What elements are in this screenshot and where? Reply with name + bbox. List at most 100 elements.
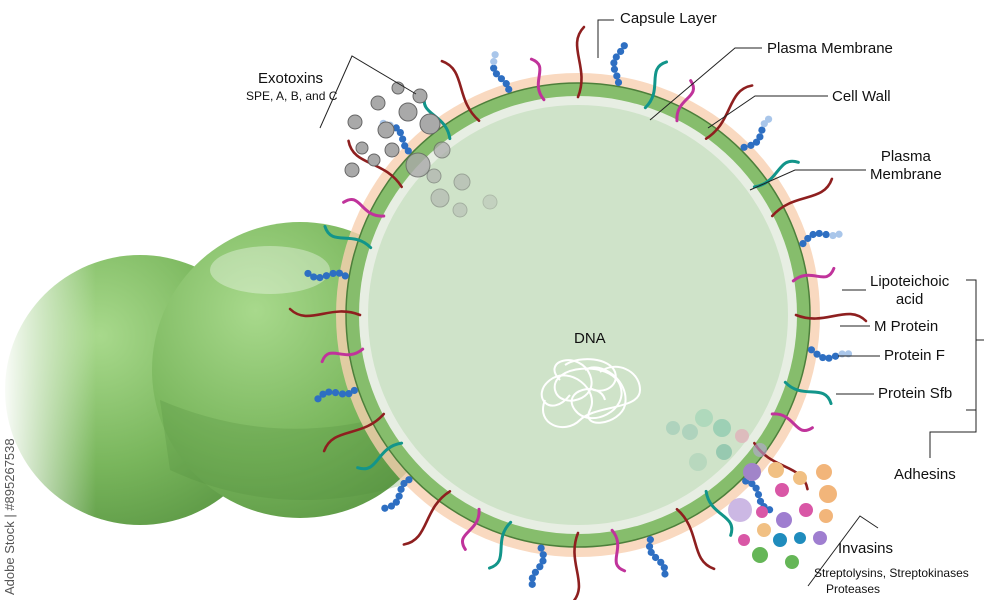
protein-sfb-strand [675,79,695,123]
lipoteichoic-acid-bead [381,504,389,512]
protein-f-strand [323,224,373,250]
leader-lines [597,19,984,458]
exotoxins-bracket [319,55,417,129]
lipoteichoic-acid-bead [752,484,760,492]
protein-f-strand [487,520,513,570]
label-adhesins: Adhesins [894,466,956,483]
m-protein-strand [675,507,716,571]
m-protein-strand [322,412,386,453]
protein-sfb-strand [320,347,365,364]
lipoteichoic-acid-bead [304,269,312,278]
label-m-protein: M Protein [874,318,939,335]
lipoteichoic-acid-bead [661,570,669,578]
label-protein-f: Protein F [884,347,945,364]
lipoteichoic-acid-bead [399,135,407,143]
lipoteichoic-acid-bead [660,564,668,572]
lipoteichoic-acid-bead [756,133,764,141]
lipoteichoic-acid-bead [822,230,830,239]
cytoplasm [368,105,788,525]
lipoteichoic-acid-bead [490,64,498,72]
lipoteichoic-acid-bead [404,147,412,155]
protein-f-strand [783,380,833,406]
surface-proteins [288,25,868,605]
label-invasins-sub2: Proteases [826,582,881,596]
lipoteichoic-acid-bead [335,269,344,277]
label-invasins: Invasins [838,540,894,557]
lipoteichoic-acid-bead [613,72,621,80]
protein-sfb-strand [529,57,546,102]
lipoteichoic-acid-bead [651,553,660,562]
lipoteichoic-acid-bead [490,58,498,66]
lipoteichoic-acid-bead [804,234,812,243]
lipoteichoic-acid-bead [338,390,347,398]
lipoteichoic-acid-bead [813,350,821,358]
lipoteichoic-acid-bead [617,47,625,56]
label-plasma-membrane-top: Plasma Membrane [767,40,893,57]
lipoteichoic-acid-bead [799,240,807,248]
label-capsule-layer: Capsule Layer [620,10,717,27]
lipoteichoic-acid-bead [752,138,761,146]
m-protein-strand [288,307,362,318]
dna-tangle [540,358,642,429]
lipoteichoic-acid-bead [329,269,337,278]
watermark-text: Adobe Stock | #895267538 [2,438,17,595]
lipoteichoic-acid-bead [819,353,827,362]
m-protein-strand [770,177,834,218]
lipoteichoic-acid-bead [531,568,540,576]
lipoteichoic-acid-bead [401,142,409,150]
lipoteichoic-acid-bead [620,42,628,50]
lipoteichoic-acid-bead [316,274,324,282]
lipoteichoic-acid-bead [610,65,619,73]
lipoteichoic-acid-bead [539,551,547,559]
label-protein-sfb: Protein Sfb [878,385,953,402]
label-exotoxins: Exotoxins [258,70,324,87]
label-plasma-membrane-line2: Membrane [870,166,942,183]
protein-sfb-strand [610,528,627,573]
lipoteichoic-acid-bead [528,580,536,588]
lipoteichoic-acid-bead [497,75,505,83]
protein-sfb-strand [461,507,481,551]
lipoteichoic-acid-bead [491,51,499,59]
lipoteichoic-acid-bead [610,59,618,67]
lipoteichoic-acid-bead [539,557,547,565]
m-protein-strand [440,59,481,123]
invasin-particles [666,409,837,569]
label-dna: DNA [574,330,606,347]
m-protein-strand [402,490,452,546]
lipoteichoic-acid-bead [807,346,816,354]
m-protein-strand [794,312,868,323]
protein-f-strand [643,60,669,110]
lipoteichoic-acid-bead [405,476,413,484]
m-protein-strand [704,84,754,140]
label-invasins-sub1: Streptolysins, Streptokinases [814,566,969,580]
lipoteichoic-acid-bead [645,542,654,551]
protein-sfb-strand [791,266,836,283]
lipoteichoic-acid-bead [612,53,620,61]
lipoteichoic-acid-bead [536,563,544,571]
invasins-bracket [807,515,879,587]
lipoteichoic-acid-bead [310,273,318,281]
lipoteichoic-acid-bead [815,229,823,238]
lipoteichoic-acid-bead [392,498,400,506]
lipoteichoic-acid-bead [314,395,322,403]
lipoteichoic-acid-bead [395,492,403,500]
label-lipoteichoic-acid: Lipoteichoic acid [870,273,949,309]
lipoteichoic-acid-bead [505,85,513,93]
lipoteichoic-acid-bead [829,231,837,240]
lipoteichoic-acid-bead [345,390,353,398]
lipoteichoic-acid-bead [756,497,765,505]
lipoteichoic-acid-bead [397,485,405,493]
label-plasma-membrane-line1: Plasma [880,148,931,165]
lipoteichoic-acid-bead [322,272,331,280]
lipoteichoic-acid-bead [646,536,654,544]
lipoteichoic-acid-bead [502,80,510,88]
label-lipoteichoic-line2: acid [895,291,924,308]
protein-f-strand [356,441,404,471]
lipoteichoic-acid-bead [387,502,396,510]
label-lipoteichoic-line1: Lipoteichoic [870,273,950,290]
lipoteichoic-acid-bead [809,230,817,239]
lipoteichoic-acid-bead [341,272,349,280]
lipoteichoic-acid-bead [537,544,545,552]
lipoteichoic-acid-bead [831,352,840,360]
m-protein-strand [575,25,586,99]
